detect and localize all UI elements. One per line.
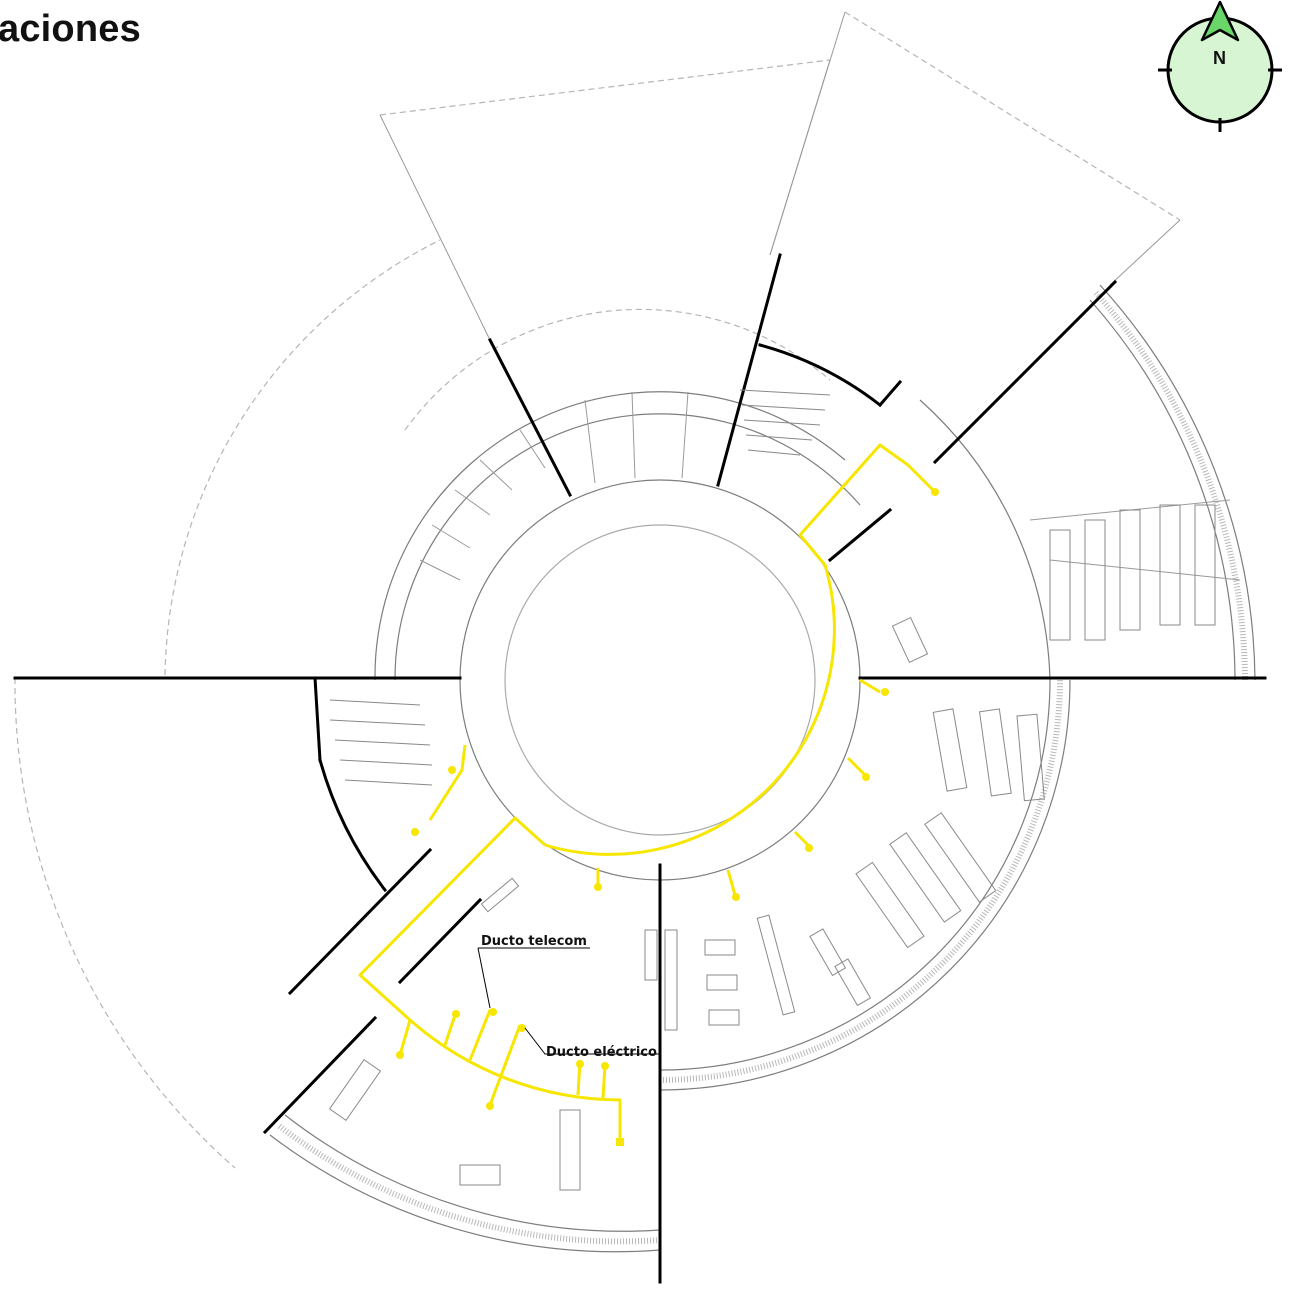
stairs (329, 389, 831, 786)
rings (269, 284, 1256, 1253)
dashed-envelope (14, 11, 1181, 1169)
telecom-label: Ducto telecom (481, 934, 587, 949)
electric-callout: Ducto eléctrico (524, 1027, 660, 1060)
conduit-points (396, 488, 939, 1146)
furniture (328, 504, 1216, 1191)
radial-dividers (419, 391, 1241, 581)
facade-hatch (276, 289, 1248, 1245)
north-arrow: N (1158, 0, 1282, 132)
telecom-callout: Ducto telecom (477, 934, 590, 1009)
walls (13, 253, 1267, 1284)
north-label: N (1213, 48, 1226, 68)
page-title: aciones (0, 8, 141, 50)
north-arrow-icon (1200, 0, 1240, 42)
sector-outlines (379, 11, 1181, 341)
electric-label: Ducto eléctrico (546, 1045, 657, 1060)
conduit-routes (358, 443, 937, 1140)
